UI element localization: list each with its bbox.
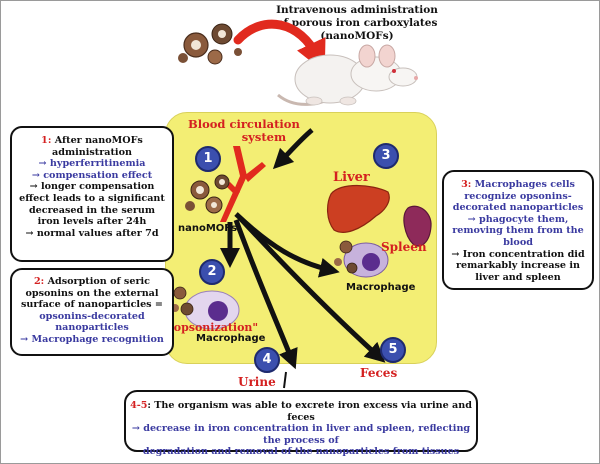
step-3-badge: 3 <box>373 143 399 169</box>
spleen-illustration <box>403 205 432 247</box>
nanoparticle-cluster-top <box>178 23 242 65</box>
box1-line-2: → compensation effect <box>31 169 153 181</box>
step-5-badge: 5 <box>380 337 406 363</box>
step-4-badge: 4 <box>254 347 280 373</box>
opsonization-label: "opsonization" <box>168 321 259 334</box>
box1-number: 1: <box>41 135 52 146</box>
box1-line-7: → normal values after 7d <box>25 227 159 239</box>
box3-number: 3: <box>461 179 472 190</box>
header-caption: Intravenous administration of porous iro… <box>262 4 452 43</box>
rat-illustration <box>277 44 418 106</box>
box2-line-5: nanoparticles <box>55 322 129 334</box>
blood-circulation-line-2: system <box>241 130 287 144</box>
administration-arrow <box>233 19 326 73</box>
feces-label: Feces <box>360 366 398 380</box>
box1-line-5: decreased in the serum <box>28 204 156 216</box>
blood-circulation-label: Blood circulation system <box>188 118 300 144</box>
box2-number: 2: <box>34 276 45 287</box>
box45-title-text: : The organism was able to excrete iron … <box>147 400 472 423</box>
box2-line-1: Adsorption of seric <box>47 276 150 287</box>
box1-title-line2: administration <box>52 146 132 158</box>
liver-label: Liver <box>333 170 370 185</box>
box1-line-4: effect leads to a significant <box>19 192 165 204</box>
box3-line-6: blood <box>503 236 533 248</box>
header-line-2: of porous iron carboxylates <box>276 17 438 29</box>
box1-line-3: → longer compensation <box>29 181 155 193</box>
arrow-to-feces <box>238 216 386 363</box>
box3-line-2: recognize opsonins- <box>464 190 572 202</box>
box3-line-4: → phagocyte them, <box>467 213 569 225</box>
macrophage-left-illustration <box>171 286 240 330</box>
liver-illustration <box>327 184 390 233</box>
step-2-badge: 2 <box>199 259 225 285</box>
box3-line-1-wrap: 3: Macrophages cells <box>444 179 592 191</box>
box45-title: 4-5: The organism was able to excrete ir… <box>126 400 476 423</box>
box3-line-5: removing them from the <box>452 225 584 237</box>
box3-line-3: decorated nanoparticles <box>452 202 584 214</box>
box2-line-1-wrap: 2: Adsorption of seric <box>12 276 172 288</box>
step-1-textbox: 1: After nanoMOFs administration → hyper… <box>10 126 174 262</box>
connector-to-summary <box>283 371 287 389</box>
urine-label: Urine <box>238 375 276 389</box>
box3-line-9: liver and spleen <box>475 271 561 283</box>
box3-line-1: Macrophages cells <box>474 179 575 190</box>
box1-title: 1: After nanoMOFs <box>12 135 172 147</box>
step-3-textbox: 3: Macrophages cells recognize opsonins-… <box>442 170 594 290</box>
header-line-1: Intravenous administration <box>276 4 438 16</box>
box1-line-6: iron levels after 24h <box>37 216 147 228</box>
macrophage-right-illustration <box>334 240 389 278</box>
box1-line-1: → hyperferritinemia <box>38 158 146 170</box>
blood-circulation-line-1: Blood circulation <box>188 117 300 131</box>
box2-line-4: opsonins-decorated <box>39 310 145 322</box>
macrophage-left-label: Macrophage <box>196 333 266 344</box>
blood-vessel-illustration <box>220 146 266 222</box>
box2-line-3: surface of nanoparticles = <box>21 299 163 311</box>
arrow-to-urine <box>233 219 298 370</box>
box3-line-8: remarkably increase in <box>455 260 580 272</box>
box45-number: 4-5 <box>130 400 148 411</box>
box2-line-2: opsonins on the external <box>25 287 159 299</box>
arrow-rat-to-circulation <box>272 128 314 170</box>
nanomofs-label: nanoMOFs <box>178 223 238 234</box>
step-1-badge: 1 <box>195 146 221 172</box>
step-2-textbox: 2: Adsorption of seric opsonins on the e… <box>10 268 174 356</box>
box1-title-text: After nanoMOFs <box>54 135 143 146</box>
box2-line-6: → Macrophage recognition <box>20 333 164 345</box>
header-line-3: (nanoMOFs) <box>320 30 394 42</box>
spleen-label: Spleen <box>381 240 427 254</box>
box45-line-2: degradation and removal of the nanoparti… <box>142 446 460 458</box>
nanoparticle-cluster-1 <box>185 174 230 214</box>
step-4-5-textbox: 4-5: The organism was able to excrete ir… <box>124 390 478 457</box>
box45-line-1: → decrease in iron concentration in live… <box>131 423 471 446</box>
macrophage-right-label: Macrophage <box>346 282 416 293</box>
box3-line-7: → Iron concentration did <box>451 248 585 260</box>
